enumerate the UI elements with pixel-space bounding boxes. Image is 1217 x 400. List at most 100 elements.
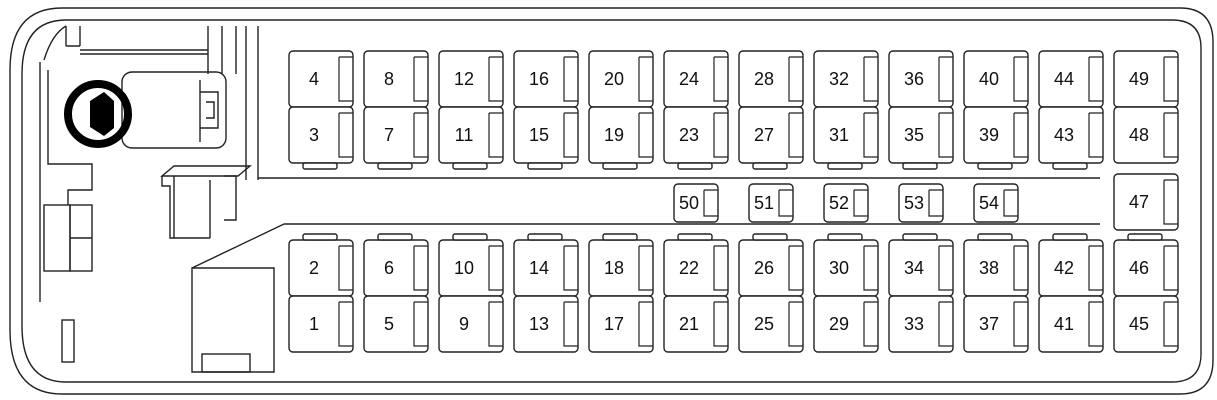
seat-23[interactable]: 23 <box>663 106 729 170</box>
seat-number: 52 <box>829 193 849 213</box>
seat-number: 54 <box>979 193 999 213</box>
seat-number: 15 <box>529 125 549 145</box>
seat-29[interactable]: 29 <box>813 295 879 353</box>
seat-number: 53 <box>904 193 924 213</box>
seat-number: 16 <box>529 69 549 89</box>
seat-number: 32 <box>829 69 849 89</box>
seat-number: 1 <box>309 314 319 334</box>
seat-number: 21 <box>679 314 699 334</box>
seat-number: 43 <box>1054 125 1074 145</box>
seat-number: 5 <box>384 314 394 334</box>
seat-number: 12 <box>454 69 474 89</box>
seat-number: 44 <box>1054 69 1074 89</box>
seat-24[interactable]: 24 <box>663 50 729 108</box>
seat-53[interactable]: 53 <box>898 183 944 223</box>
seat-number: 10 <box>454 258 474 278</box>
seat-number: 31 <box>829 125 849 145</box>
seat-number: 2 <box>309 258 319 278</box>
seat-26[interactable]: 26 <box>738 233 804 297</box>
seat-27[interactable]: 27 <box>738 106 804 170</box>
seat-number: 7 <box>384 125 394 145</box>
seat-number: 8 <box>384 69 394 89</box>
seat-46[interactable]: 46 <box>1113 233 1179 297</box>
seat-34[interactable]: 34 <box>888 233 954 297</box>
seat-number: 9 <box>459 314 469 334</box>
seat-6[interactable]: 6 <box>363 233 429 297</box>
seat-14[interactable]: 14 <box>513 233 579 297</box>
seat-39[interactable]: 39 <box>963 106 1029 170</box>
seat-52[interactable]: 52 <box>823 183 869 223</box>
seat-31[interactable]: 31 <box>813 106 879 170</box>
seat-number: 22 <box>679 258 699 278</box>
steering-wheel-icon <box>64 80 132 148</box>
seat-number: 35 <box>904 125 924 145</box>
seat-17[interactable]: 17 <box>588 295 654 353</box>
seat-20[interactable]: 20 <box>588 50 654 108</box>
seat-4[interactable]: 4 <box>288 50 354 108</box>
seat-40[interactable]: 40 <box>963 50 1029 108</box>
seat-number: 11 <box>455 125 474 145</box>
seat-15[interactable]: 15 <box>513 106 579 170</box>
seat-45[interactable]: 45 <box>1113 295 1179 353</box>
seat-number: 23 <box>679 125 699 145</box>
seat-number: 42 <box>1054 258 1074 278</box>
seat-number: 41 <box>1054 314 1074 334</box>
seat-30[interactable]: 30 <box>813 233 879 297</box>
seat-number: 25 <box>754 314 774 334</box>
seat-8[interactable]: 8 <box>363 50 429 108</box>
seat-number: 4 <box>309 69 319 89</box>
seat-54[interactable]: 54 <box>973 183 1019 223</box>
seat-51[interactable]: 51 <box>748 183 794 223</box>
seat-number: 38 <box>979 258 999 278</box>
seat-13[interactable]: 13 <box>513 295 579 353</box>
seat-number: 36 <box>904 69 924 89</box>
seat-41[interactable]: 41 <box>1038 295 1104 353</box>
bus-body <box>9 7 1214 395</box>
seat-48[interactable]: 48 <box>1113 106 1179 164</box>
seat-36[interactable]: 36 <box>888 50 954 108</box>
seat-18[interactable]: 18 <box>588 233 654 297</box>
seat-43[interactable]: 43 <box>1038 106 1104 170</box>
seat-number: 46 <box>1129 258 1149 278</box>
seat-1[interactable]: 1 <box>288 295 354 353</box>
seat-19[interactable]: 19 <box>588 106 654 170</box>
seat-35[interactable]: 35 <box>888 106 954 170</box>
seat-42[interactable]: 42 <box>1038 233 1104 297</box>
seat-16[interactable]: 16 <box>513 50 579 108</box>
seat-number: 48 <box>1129 125 1149 145</box>
seat-11[interactable]: 11 <box>438 106 504 170</box>
seat-12[interactable]: 12 <box>438 50 504 108</box>
seat-9[interactable]: 9 <box>438 295 504 353</box>
seat-37[interactable]: 37 <box>963 295 1029 353</box>
seat-33[interactable]: 33 <box>888 295 954 353</box>
seat-number: 26 <box>754 258 774 278</box>
seat-2[interactable]: 2 <box>288 233 354 297</box>
seat-28[interactable]: 28 <box>738 50 804 108</box>
seat-25[interactable]: 25 <box>738 295 804 353</box>
seat-number: 18 <box>604 258 624 278</box>
seat-10[interactable]: 10 <box>438 233 504 297</box>
seat-38[interactable]: 38 <box>963 233 1029 297</box>
seat-21[interactable]: 21 <box>663 295 729 353</box>
seat-number: 50 <box>679 193 699 213</box>
seat-number: 14 <box>529 258 549 278</box>
seat-3[interactable]: 3 <box>288 106 354 170</box>
seat-49[interactable]: 49 <box>1113 50 1179 108</box>
seat-number: 51 <box>754 193 774 213</box>
seat-number: 19 <box>604 125 624 145</box>
seat-7[interactable]: 7 <box>363 106 429 170</box>
front-door-area <box>160 165 1100 373</box>
seat-number: 37 <box>979 314 999 334</box>
seat-number: 13 <box>529 314 549 334</box>
driver-area <box>39 25 259 363</box>
seat-50[interactable]: 50 <box>673 183 719 223</box>
seat-number: 47 <box>1129 192 1149 212</box>
seat-22[interactable]: 22 <box>663 233 729 297</box>
seat-number: 20 <box>604 69 624 89</box>
seat-32[interactable]: 32 <box>813 50 879 108</box>
seat-47[interactable]: 47 <box>1113 173 1179 231</box>
seat-44[interactable]: 44 <box>1038 50 1104 108</box>
seat-5[interactable]: 5 <box>363 295 429 353</box>
seat-number: 29 <box>829 314 849 334</box>
